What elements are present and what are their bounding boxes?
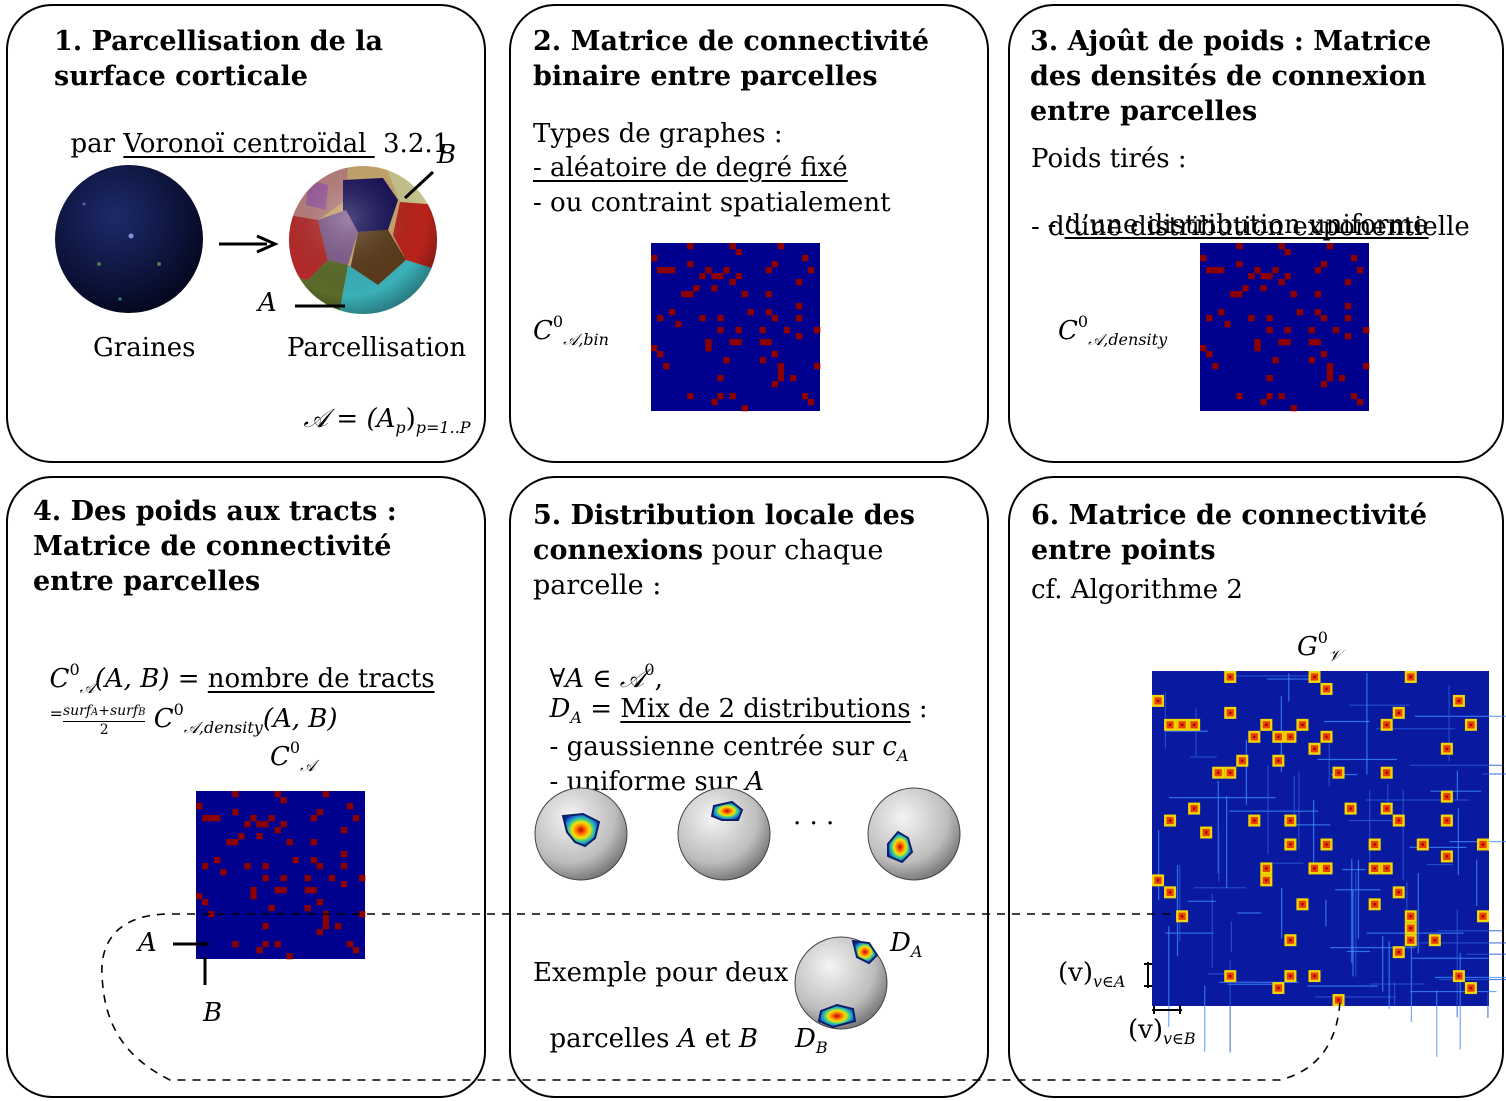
distribution-sphere-1 xyxy=(534,787,628,881)
point-connectivity-matrix xyxy=(1152,671,1506,1057)
panel-2-title: 2. Matrice de connectivité binaire entre… xyxy=(533,26,930,92)
matrix-pointer-B xyxy=(203,957,207,985)
matrix-pointer-A xyxy=(173,942,209,946)
weight-exponential: - d’une distribution exponentielle xyxy=(1031,212,1470,242)
section-ref: 3.2.1 xyxy=(374,129,450,159)
panel-5-title: 5. Distribution locale des connexions po… xyxy=(533,500,915,601)
matrix-label-density: C0𝒜,density xyxy=(1058,312,1168,349)
pointer-line-B xyxy=(403,170,435,200)
matrix-label-tracts: C0𝒜 xyxy=(270,738,316,775)
distribution-sphere-3 xyxy=(867,787,961,881)
label-DB: DB xyxy=(795,1024,828,1057)
tracts-equation: C0𝒜(A, B) = nombre de tracts xyxy=(49,660,435,697)
weights-label: Poids tirés : xyxy=(1031,144,1187,174)
matrix-label-points: G0𝒱 xyxy=(1297,628,1342,665)
bracket-A xyxy=(1144,962,1152,988)
bracket-B xyxy=(1152,1006,1182,1014)
panel-1-method: par Voronoï centroïdal 3.2.1 xyxy=(54,95,450,161)
pointer-line-A xyxy=(295,304,345,308)
voronoi-link[interactable]: Voronoï centroïdal xyxy=(123,129,375,159)
arrow-icon xyxy=(219,234,279,254)
graph-types-label: Types de graphes : xyxy=(533,119,783,149)
ellipsis: . . . xyxy=(793,801,835,831)
example-sphere xyxy=(794,936,888,1030)
panel-5-local-distribution xyxy=(509,476,989,1098)
panel-4-tracts-matrix xyxy=(6,476,486,1098)
distribution-sphere-2 xyxy=(677,787,771,881)
seeds-caption: Graines xyxy=(93,333,196,363)
label-B: B xyxy=(437,140,457,170)
mix-line: DA = Mix de 2 distributions : xyxy=(549,694,928,727)
example-line-1: Exemple pour deux xyxy=(533,958,789,988)
example-line-2: parcelles A et B xyxy=(549,1024,758,1054)
matrix-label-A: A xyxy=(138,928,157,958)
parcellation-formula: 𝒜 = (Ap)p=1..P xyxy=(303,404,471,437)
binary-matrix xyxy=(651,243,821,412)
panel-6-title: 6. Matrice de connectivité entre points xyxy=(1031,500,1428,566)
forall-line: ∀A ∈ 𝒜0, xyxy=(549,660,663,694)
tracts-matrix xyxy=(196,791,366,960)
graph-type-random: - aléatoire de degré fixé xyxy=(533,153,848,183)
algorithm-ref: cf. Algorithme 2 xyxy=(1031,575,1243,605)
label-v-in-A: (v)v∈A xyxy=(1058,958,1126,991)
graph-type-spatial: - ou contraint spatialement xyxy=(533,188,891,218)
label-A: A xyxy=(258,288,277,318)
panel-1-title: 1. Parcellisation de la surface cortical… xyxy=(54,26,383,92)
seeds-sphere xyxy=(55,165,203,313)
panel-4-title: 4. Des poids aux tracts : Matrice de con… xyxy=(33,496,397,597)
gaussian-item: - gaussienne centrée sur cA xyxy=(549,732,909,765)
matrix-label-bin: C0𝒜,bin xyxy=(533,312,609,349)
panel-3-title: 3. Ajoût de poids : Matrice des densités… xyxy=(1030,26,1432,127)
parcellation-caption: Parcellisation xyxy=(287,333,467,363)
density-matrix xyxy=(1200,243,1370,412)
label-DA: DA xyxy=(890,928,923,961)
method-prefix: par xyxy=(70,129,124,159)
matrix-label-B: B xyxy=(203,998,223,1028)
panel-3-density-matrix xyxy=(1008,4,1504,463)
weight-uniform: - d’une distribution uniforme xyxy=(1047,210,1429,240)
label-v-in-B: (v)v∈B xyxy=(1128,1015,1196,1048)
